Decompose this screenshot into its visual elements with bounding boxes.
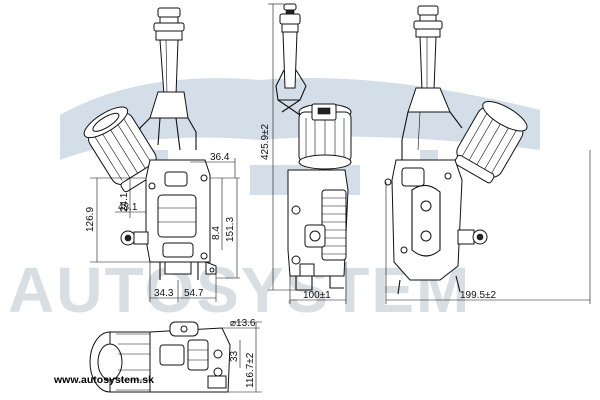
dim-front-width-left: 34.3 xyxy=(154,288,174,299)
dim-side-width: 100±1 xyxy=(303,290,331,301)
back-dims: 199.5±2 xyxy=(385,150,591,304)
dim-front-height-right: 151.3 xyxy=(225,217,236,242)
dim-back-width: 199.5±2 xyxy=(460,290,497,301)
dim-bottom-height: 116.7±2 xyxy=(245,352,256,388)
dim-front-width-top: 36.4 xyxy=(210,152,230,163)
watermark-url: www.autosystem.sk xyxy=(53,374,154,386)
side-dims: 425.9±2 100±1 xyxy=(260,3,347,304)
front-dims: 36.4 126.9 24.1 48.1 8.4 151.3 xyxy=(85,152,240,302)
dim-front-height-left: 126.9 xyxy=(85,207,96,232)
dim-front-height-inner: 24.1 xyxy=(119,192,130,212)
back-view: 199.5±2 xyxy=(384,5,591,304)
dim-front-height-mid: 8.4 xyxy=(211,226,222,240)
dim-bottom-diameter: ⌀13.6 xyxy=(230,318,256,329)
bottom-view: ⌀13.6 33 116.7±2 xyxy=(89,318,262,393)
bottom-dims: ⌀13.6 33 116.7±2 xyxy=(222,318,262,393)
front-view: 36.4 126.9 24.1 48.1 8.4 151.3 xyxy=(83,7,240,302)
dim-front-offset: 48.1 xyxy=(118,202,138,213)
watermark-brand: AUTOSYSTEM xyxy=(8,254,471,326)
dim-bottom-pitch: 33 xyxy=(229,350,240,362)
dim-front-width-right: 54.7 xyxy=(184,288,204,299)
dim-side-height-total: 425.9±2 xyxy=(260,123,271,160)
side-view: 425.9±2 100±1 xyxy=(260,3,352,304)
